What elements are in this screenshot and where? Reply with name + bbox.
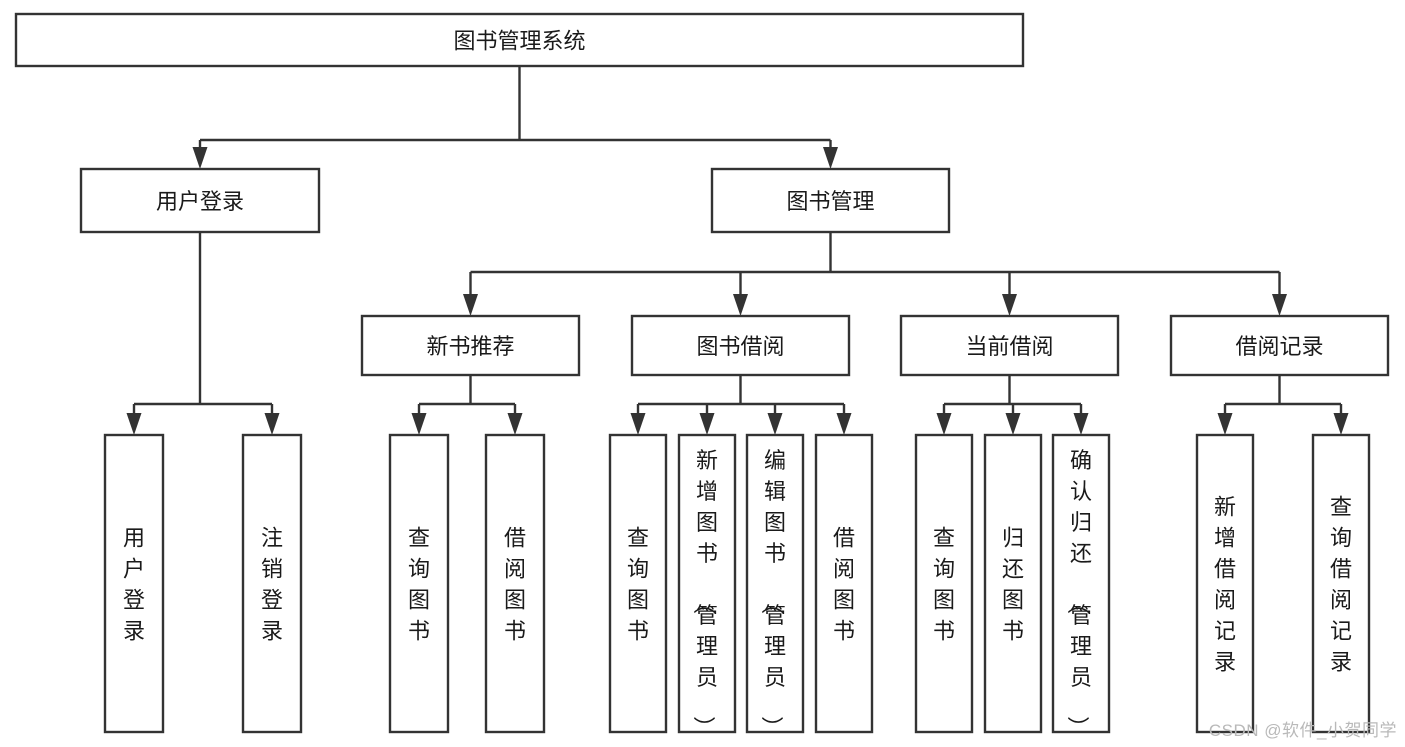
node-box-r_query [1311,433,1371,734]
node-box-c_confirm [1051,433,1111,734]
node-label-c_query: 查询图书 [933,526,955,644]
node-label-login: 用户登录 [156,189,244,214]
node-c_query[interactable]: 查询图书 [914,433,974,734]
node-label-b_edit: 编辑图书（管理员） [759,448,786,738]
node-box-n_query [388,433,450,734]
node-r_query[interactable]: 查询借阅记录 [1311,433,1371,734]
arrow-head-b_edit [767,413,783,435]
node-label-c_confirm: 确认归还（管理员） [1065,448,1092,738]
arrow-head-r_add [1217,413,1233,435]
node-label-r_query: 查询借阅记录 [1330,495,1352,675]
arrow-head-borrow [733,294,748,316]
node-box-r_add [1195,433,1255,734]
node-box-c_query [914,433,974,734]
node-label-borrow: 图书借阅 [696,334,784,359]
node-box-borrow [630,314,851,377]
arrow-head-records [1272,294,1287,316]
node-b_borrow[interactable]: 借阅图书 [814,433,874,734]
node-n_query[interactable]: 查询图书 [388,433,450,734]
node-c_return[interactable]: 归还图书 [983,433,1043,734]
node-box-n_borrow [484,433,546,734]
node-box-newrec [360,314,581,377]
node-r_add[interactable]: 新增借阅记录 [1195,433,1255,734]
node-root[interactable]: 图书管理系统 [14,12,1025,68]
node-b_add[interactable]: 新增图书（管理员） [677,433,737,738]
arrow-head-login [192,147,208,169]
node-login[interactable]: 用户登录 [79,167,321,234]
arrow-head-b_query [630,413,646,435]
node-borrow[interactable]: 图书借阅 [630,314,851,377]
arrow-head-n_borrow [507,413,523,435]
node-label-newrec: 新书推荐 [426,334,514,359]
arrow-head-l_logout [264,413,280,435]
arrow-head-r_query [1333,413,1349,435]
node-label-n_query: 查询图书 [408,526,430,644]
node-b_query[interactable]: 查询图书 [608,433,668,734]
node-box-b_borrow [814,433,874,734]
arrow-head-c_query [936,413,952,435]
node-box-l_logout [241,433,303,734]
node-box-l_login [103,433,165,734]
node-newrec[interactable]: 新书推荐 [360,314,581,377]
node-bookmgmt[interactable]: 图书管理 [710,167,951,234]
arrow-head-b_borrow [836,413,852,435]
node-box-c_return [983,433,1043,734]
node-label-records: 借阅记录 [1235,334,1323,359]
node-box-b_add [677,433,737,734]
node-l_logout[interactable]: 注销登录 [241,433,303,734]
node-box-root [14,12,1025,68]
arrow-head-n_query [411,413,427,435]
node-box-b_query [608,433,668,734]
arrow-head-newrec [463,294,478,316]
node-c_confirm[interactable]: 确认归还（管理员） [1051,433,1111,738]
node-box-b_edit [745,433,805,734]
node-label-b_query: 查询图书 [627,526,649,644]
node-l_login[interactable]: 用户登录 [103,433,165,734]
node-label-l_logout: 注销登录 [261,526,283,644]
node-label-root: 图书管理系统 [453,29,585,54]
node-label-l_login: 用户登录 [123,526,145,644]
arrow-head-bookmgmt [823,147,838,169]
arrow-head-c_return [1005,413,1021,435]
node-records[interactable]: 借阅记录 [1169,314,1390,377]
node-b_edit[interactable]: 编辑图书（管理员） [745,433,805,738]
node-box-bookmgmt [710,167,951,234]
node-layer: 图书管理系统用户登录图书管理新书推荐图书借阅当前借阅借阅记录用户登录注销登录查询… [14,12,1390,738]
arrow-head-c_confirm [1073,413,1089,435]
node-label-current: 当前借阅 [965,334,1053,359]
node-label-n_borrow: 借阅图书 [504,526,526,644]
node-box-login [79,167,321,234]
edge-layer [126,66,1349,435]
node-label-b_add: 新增图书（管理员） [691,448,718,738]
node-box-current [899,314,1120,377]
node-n_borrow[interactable]: 借阅图书 [484,433,546,734]
node-current[interactable]: 当前借阅 [899,314,1120,377]
arrow-head-current [1002,294,1017,316]
node-label-c_return: 归还图书 [1002,526,1024,644]
arrow-head-b_add [699,413,715,435]
node-box-records [1169,314,1390,377]
node-label-bookmgmt: 图书管理 [786,189,874,214]
node-label-b_borrow: 借阅图书 [833,526,855,644]
node-label-r_add: 新增借阅记录 [1214,495,1236,675]
arrow-head-l_login [126,413,142,435]
